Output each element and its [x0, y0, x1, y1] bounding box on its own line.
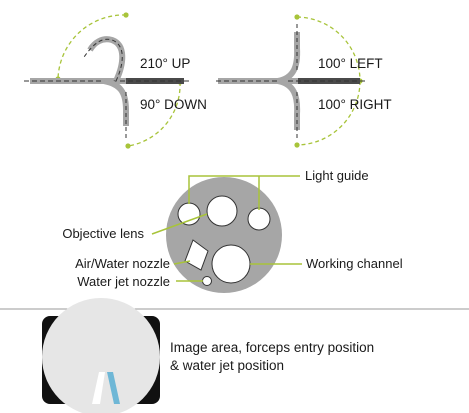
- up-arc-end-dot: [123, 12, 129, 18]
- image-area-caption-line1: Image area, forceps entry position: [170, 340, 375, 355]
- image-field: [42, 298, 160, 413]
- up-bent-centerline: [83, 38, 123, 82]
- objective-lens-label: Objective lens: [62, 226, 144, 241]
- left-bent-section: [277, 32, 301, 84]
- scope-shaft: [30, 78, 126, 84]
- air-water-nozzle-label: Air/Water nozzle: [75, 256, 170, 271]
- light-guide-leader: [188, 175, 300, 204]
- objective-lens: [206, 195, 238, 227]
- right-angulation-arc: [296, 80, 361, 146]
- objective-lens-leader: [151, 213, 208, 235]
- water-jet-nozzle: [202, 276, 212, 286]
- image-area-diagram: [42, 298, 160, 413]
- water-jet-nozzle-label: Water jet nozzle: [77, 274, 170, 289]
- working-channel-label: Working channel: [306, 256, 403, 271]
- down-angle-label: 90° DOWN: [140, 97, 207, 112]
- down-arc-end-dot: [125, 143, 131, 149]
- up-bent-section: [87, 36, 126, 83]
- air-water-nozzle: [184, 239, 209, 271]
- right-bent-section: [277, 78, 301, 130]
- water-jet-stream: [107, 372, 120, 404]
- right-arc-end-dot: [294, 142, 300, 148]
- forceps-entry-shape: [92, 372, 105, 404]
- updown-angulation-diagram: 210° UP 90° DOWN: [24, 12, 207, 149]
- left-angulation-arc: [296, 16, 361, 82]
- down-angulation-arc: [127, 81, 181, 147]
- distal-end-diagram: Light guide Objective lens Air/Water noz…: [62, 168, 403, 293]
- leftright-angulation-diagram: 100° LEFT 100° RIGHT: [216, 14, 392, 148]
- light-guide-right: [247, 207, 271, 231]
- light-guide-label: Light guide: [305, 168, 369, 183]
- image-area-caption-line2: & water jet position: [170, 358, 285, 373]
- left-angle-label: 100° LEFT: [318, 56, 383, 71]
- light-guide-left: [177, 202, 201, 226]
- left-arc-end-dot: [294, 14, 300, 20]
- right-angle-label: 100° RIGHT: [318, 97, 392, 112]
- up-angle-label: 210° UP: [140, 56, 190, 71]
- down-bent-section: [103, 78, 129, 126]
- working-channel: [211, 244, 251, 284]
- up-angulation-arc: [57, 14, 127, 80]
- air-water-nozzle-leader: [173, 260, 191, 265]
